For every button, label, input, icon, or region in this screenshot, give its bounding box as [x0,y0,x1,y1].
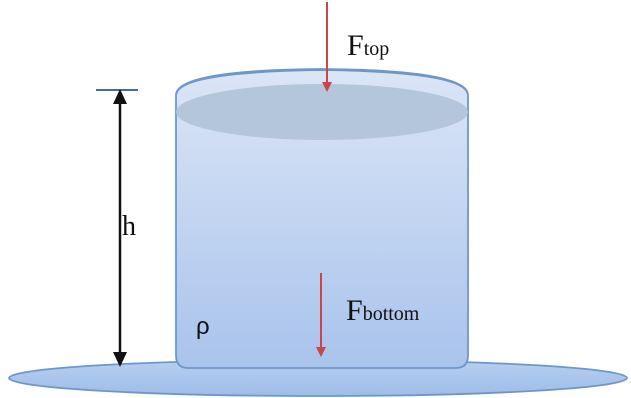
height-marker [96,89,138,367]
force-bottom-subscript: bottom [362,303,420,325]
height-arrow-top [113,89,127,104]
force-top-subscript: top [363,38,390,60]
liquid-column [175,68,469,369]
height-label: h [122,211,136,242]
force-bottom-main: F [346,294,363,327]
liquid-top-surface [176,84,468,140]
force-top-label: Ftop [347,31,389,61]
force-top-main: F [347,29,364,62]
force-bottom-label: Fbottom [346,296,419,326]
density-label: ρ [196,313,210,340]
height-arrow-bottom [113,352,127,367]
liquid-top-rim [175,69,469,96]
